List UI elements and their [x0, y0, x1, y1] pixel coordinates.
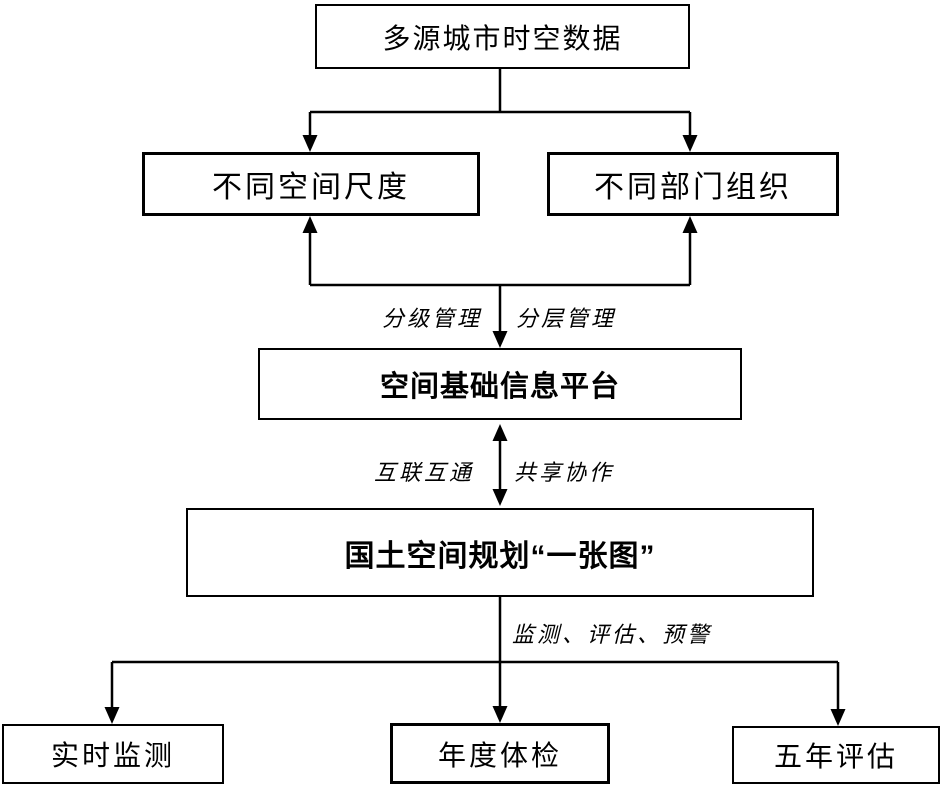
- arrowhead-down-icon: [302, 135, 318, 152]
- node-platform-label: 空间基础信息平台: [379, 371, 620, 403]
- edge-source-to-levels: [302, 69, 698, 152]
- arrowhead-down-icon: [104, 707, 120, 724]
- node-spatial-scale: 不同空间尺度: [142, 152, 480, 216]
- connector-line: [110, 597, 840, 710]
- node-realtime-monitoring-label: 实时监测: [50, 741, 175, 772]
- arrowhead-up-icon: [302, 216, 318, 233]
- connector-line: [308, 232, 692, 332]
- node-source-label: 多源城市时空数据: [382, 22, 623, 54]
- arrowhead-down-icon: [492, 331, 508, 348]
- edge-label-monitor-evaluate-warn: 监测、评估、预警: [512, 622, 713, 647]
- arrowhead-up-icon: [492, 424, 508, 441]
- node-annual-checkup-label: 年度体检: [437, 740, 562, 772]
- node-spatial-scale-label: 不同空间尺度: [212, 171, 410, 204]
- node-five-year-evaluation-label: 五年评估: [773, 742, 898, 773]
- connector-line: [308, 69, 692, 136]
- node-platform: 空间基础信息平台: [258, 348, 742, 420]
- edge-platform-onemap-bidirectional: [492, 424, 508, 506]
- node-department-org-label: 不同部门组织: [594, 171, 792, 204]
- arrowhead-down-icon: [830, 709, 846, 726]
- node-source: 多源城市时空数据: [315, 4, 690, 69]
- edge-levels-to-platform: [302, 216, 698, 348]
- node-department-org: 不同部门组织: [547, 152, 839, 216]
- node-realtime-monitoring: 实时监测: [2, 724, 224, 784]
- node-annual-checkup: 年度体检: [390, 723, 610, 784]
- arrowhead-down-icon: [682, 135, 698, 152]
- edge-label-layered-management: 分层管理: [516, 306, 617, 331]
- edge-label-graded-management: 分级管理: [381, 306, 482, 331]
- node-one-map-label: 国土空间规划“一张图”: [344, 539, 656, 573]
- node-one-map: 国土空间规划“一张图”: [186, 508, 814, 597]
- edge-onemap-to-outputs: [104, 597, 846, 726]
- arrowhead-up-icon: [682, 216, 698, 233]
- arrowhead-down-icon: [492, 706, 508, 723]
- arrowhead-down-icon: [492, 489, 508, 506]
- node-five-year-evaluation: 五年评估: [732, 726, 940, 784]
- edge-label-interconnection: 互联互通: [373, 460, 474, 485]
- edge-label-sharing-collaboration: 共享协作: [514, 460, 615, 485]
